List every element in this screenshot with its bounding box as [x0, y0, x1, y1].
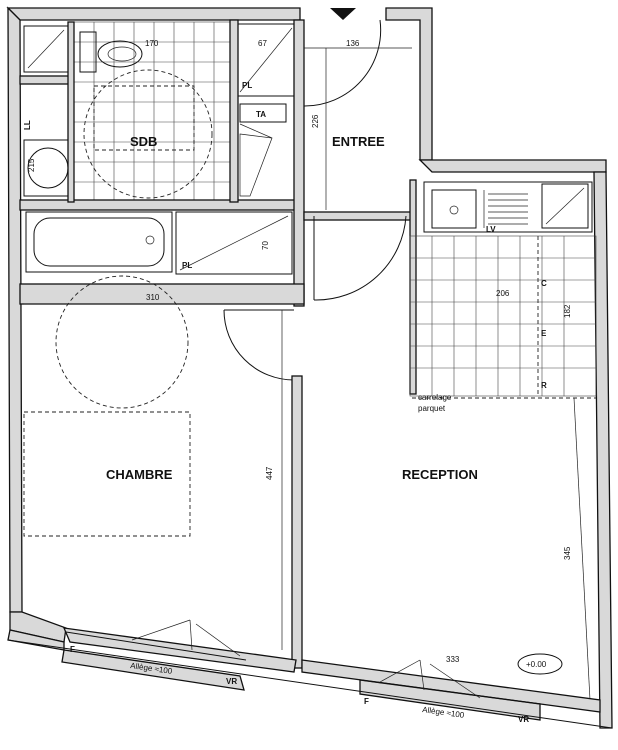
outer-walls: [6, 6, 613, 729]
shower-tray: [23, 25, 69, 73]
partition-wall: [291, 375, 303, 669]
entrance-dimension-lines: [304, 47, 412, 210]
dim-333: 333: [446, 655, 460, 664]
room-label-reception: RECEPTION: [402, 467, 478, 482]
bathroom-turning-circle: [83, 69, 213, 199]
label-ll: LL: [23, 120, 32, 130]
bathroom-walls: [19, 19, 305, 307]
room-label-sdb: SDB: [130, 134, 157, 149]
label-ta: TA: [256, 110, 266, 119]
note-parquet: parquet: [418, 404, 446, 413]
kitchen: [409, 179, 593, 395]
chambre-bed: [23, 411, 191, 537]
bottom-facade: [7, 619, 613, 729]
corridor-door-swing: [313, 215, 407, 301]
note-vr-left: VR: [226, 677, 237, 686]
dim-170: 170: [145, 39, 159, 48]
note-level: +0.00: [526, 660, 547, 669]
room-label-entree: ENTREE: [332, 134, 385, 149]
entrance-marker: [330, 8, 356, 20]
note-f-right: F: [364, 697, 369, 706]
dim-206: 206: [496, 289, 510, 298]
room-labels: SDB ENTREE CHAMBRE RECEPTION: [106, 134, 478, 482]
bath-pl-unit: [175, 211, 293, 275]
label-r: R: [541, 381, 547, 390]
washbasin-left: 215: [23, 139, 69, 197]
dim-345: 345: [563, 546, 572, 560]
chambre-door-swing: [223, 309, 295, 381]
note-f-left: F: [70, 645, 75, 654]
label-e: E: [541, 329, 547, 338]
toilet: [79, 31, 143, 73]
entrance-area: [303, 19, 413, 301]
dim-226: 226: [311, 114, 320, 128]
level-marker: [517, 653, 563, 675]
dim-215: 215: [27, 158, 36, 172]
dim-182: 182: [563, 304, 572, 318]
dim-447: 447: [265, 466, 274, 480]
note-vr-right: VR: [518, 715, 529, 724]
dimension-labels: 170 67 136 226 70 310 206 182 447 345 33…: [145, 39, 572, 664]
bath-bottom-wall: [19, 283, 305, 305]
fixture-labels: PL TA LL PL LV C E R: [23, 81, 547, 390]
label-pl-bath: PL: [182, 261, 192, 270]
room-label-chambre: CHAMBRE: [106, 467, 173, 482]
label-c: C: [541, 279, 547, 288]
label-lv: LV: [486, 225, 496, 234]
dim-310: 310: [146, 293, 160, 302]
entrance-door-swing: [303, 19, 382, 107]
note-carrelage: carrelage: [418, 393, 452, 402]
dim-136: 136: [346, 39, 360, 48]
kitchen-tiles: [409, 235, 597, 399]
bathroom-tiles: [73, 21, 231, 203]
dim-70: 70: [261, 241, 270, 250]
chambre-turning-circle: [55, 275, 189, 409]
label-pl-top: PL: [242, 81, 252, 90]
storage-unit: [237, 23, 295, 197]
dim-67: 67: [258, 39, 267, 48]
reception-dimension-lines: [281, 310, 591, 701]
chambre: [23, 275, 295, 537]
bathtub: [25, 211, 173, 273]
